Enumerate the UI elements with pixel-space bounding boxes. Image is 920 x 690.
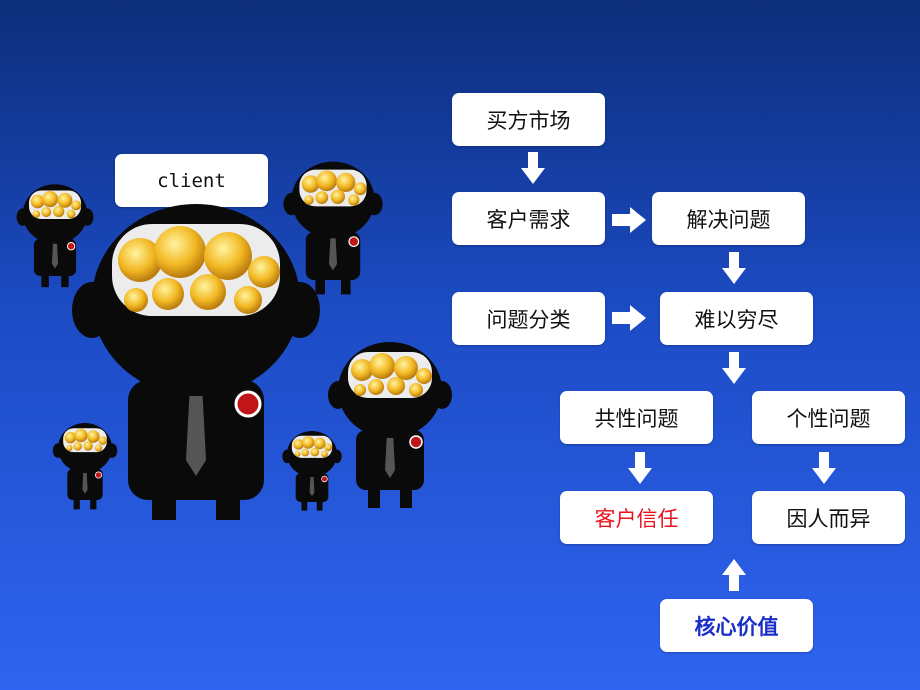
- down-arrow-icon: [628, 452, 652, 484]
- money-head-figure-icon: [281, 430, 343, 512]
- node-individual-problems: 个性问题: [752, 391, 905, 444]
- down-arrow-icon: [722, 352, 746, 384]
- up-arrow-icon: [722, 559, 746, 591]
- down-arrow-icon: [521, 152, 545, 184]
- node-varies-by-person: 因人而异: [752, 491, 905, 544]
- node-customer-trust: 客户信任: [560, 491, 713, 544]
- down-arrow-icon: [812, 452, 836, 484]
- node-inexhaustible: 难以穷尽: [660, 292, 813, 345]
- node-problem-classify: 问题分类: [452, 292, 605, 345]
- node-buyer-market: 买方市场: [452, 93, 605, 146]
- money-head-figure-icon: [327, 341, 453, 509]
- money-head-figure-icon: [16, 183, 94, 288]
- right-arrow-icon: [612, 305, 646, 331]
- node-customer-needs: 客户需求: [452, 192, 605, 245]
- node-common-problems: 共性问题: [560, 391, 713, 444]
- money-head-figures: [16, 161, 453, 520]
- down-arrow-icon: [722, 252, 746, 284]
- right-arrow-icon: [612, 207, 646, 233]
- node-core-value: 核心价值: [660, 599, 813, 652]
- money-head-figure-icon: [52, 422, 118, 510]
- client-label: client: [115, 154, 268, 207]
- money-head-figure-icon: [282, 161, 384, 295]
- node-solve-problems: 解决问题: [652, 192, 805, 245]
- money-head-figure-icon: [70, 202, 322, 520]
